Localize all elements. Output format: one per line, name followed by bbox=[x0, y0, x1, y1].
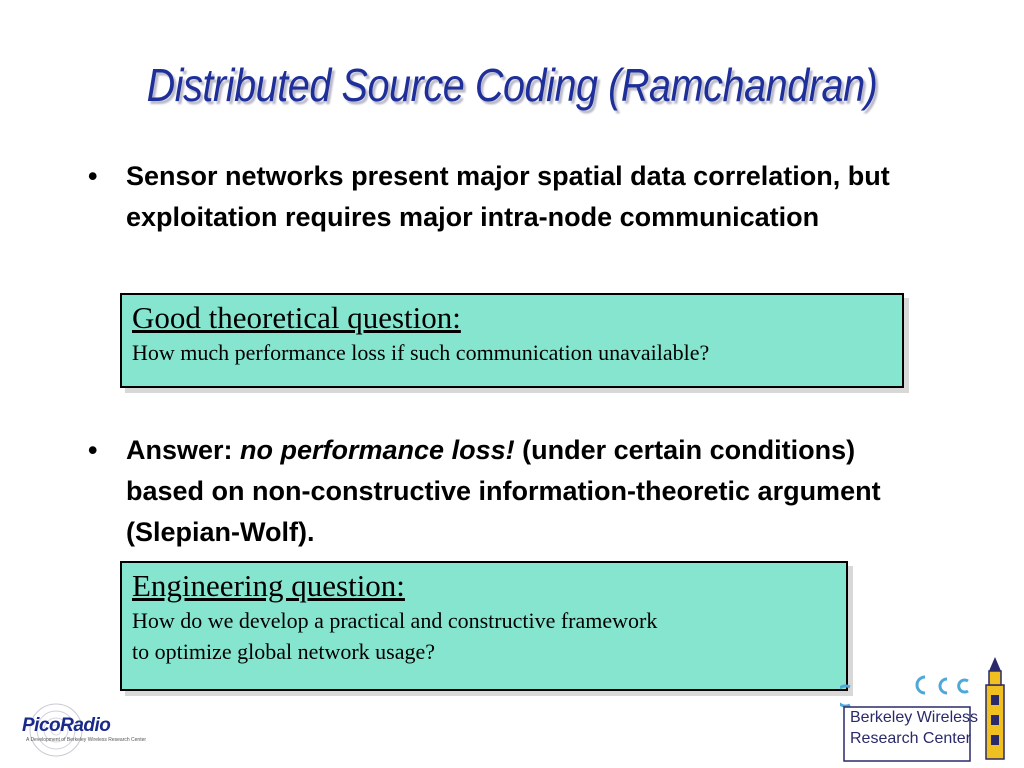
picoradio-subtitle: A Development of Berkeley Wireless Resea… bbox=[26, 737, 147, 743]
bwrc-logo bbox=[840, 657, 1005, 762]
engineering-question-box: Engineering question: How do we develop … bbox=[120, 561, 848, 691]
bwrc-line1: Berkeley Wireless bbox=[850, 709, 979, 726]
picoradio-logo bbox=[29, 703, 83, 757]
box2-question: Engineering question: bbox=[132, 568, 405, 603]
bwrc-wordmark: Berkeley Wireless Research Center bbox=[850, 707, 978, 749]
bullet-1-text: Sensor networks present major spatial da… bbox=[126, 161, 890, 232]
bullet-2-text: Answer: no performance loss! (under cert… bbox=[126, 430, 926, 553]
picoradio-wordmark: PicoRadio bbox=[22, 715, 111, 736]
bullet-2-rest: (under certain conditions) based on non-… bbox=[126, 435, 881, 547]
box2-detail-line2: to optimize global network usage? bbox=[132, 639, 436, 664]
box1-detail: How much performance loss if such commun… bbox=[132, 340, 710, 365]
box2-detail-line1: How do we develop a practical and constr… bbox=[132, 608, 658, 633]
bullet-dot: • bbox=[88, 161, 98, 191]
box1-question: Good theoretical question: bbox=[132, 300, 461, 335]
bullet-2-emphasis: no performance loss! bbox=[240, 435, 515, 465]
bwrc-line2: Research Center bbox=[850, 730, 971, 747]
bullet-2-lead: Answer: bbox=[126, 435, 241, 465]
bullet-dot: • bbox=[88, 435, 98, 465]
theoretical-question-box: Good theoretical question: How much perf… bbox=[120, 293, 904, 388]
slide-title: Distributed Source Coding (Ramchandran) bbox=[146, 59, 878, 111]
